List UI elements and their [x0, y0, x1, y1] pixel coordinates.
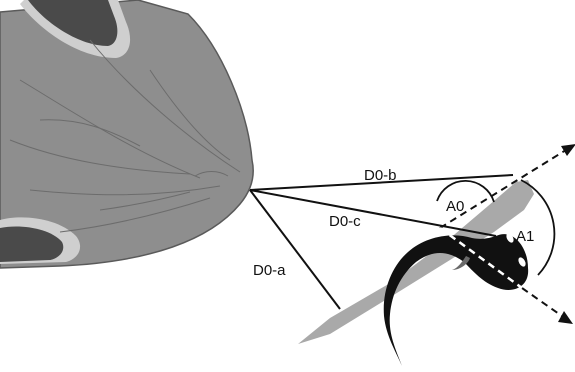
- label-a0: A0: [446, 198, 464, 215]
- prey-fish: [384, 232, 528, 366]
- label-d0-c: D0-c: [329, 213, 361, 230]
- axis-body-black: [522, 288, 562, 316]
- prey-body: [384, 234, 528, 366]
- line-d0-a: [250, 190, 340, 309]
- label-d0-b: D0-b: [364, 167, 397, 184]
- axis-heading-black-arrowhead: [561, 144, 575, 156]
- label-d0-a: D0-a: [253, 262, 286, 279]
- predator-head: [0, 0, 253, 268]
- axis-body-black-arrowhead: [558, 311, 573, 324]
- label-a1: A1: [516, 228, 534, 245]
